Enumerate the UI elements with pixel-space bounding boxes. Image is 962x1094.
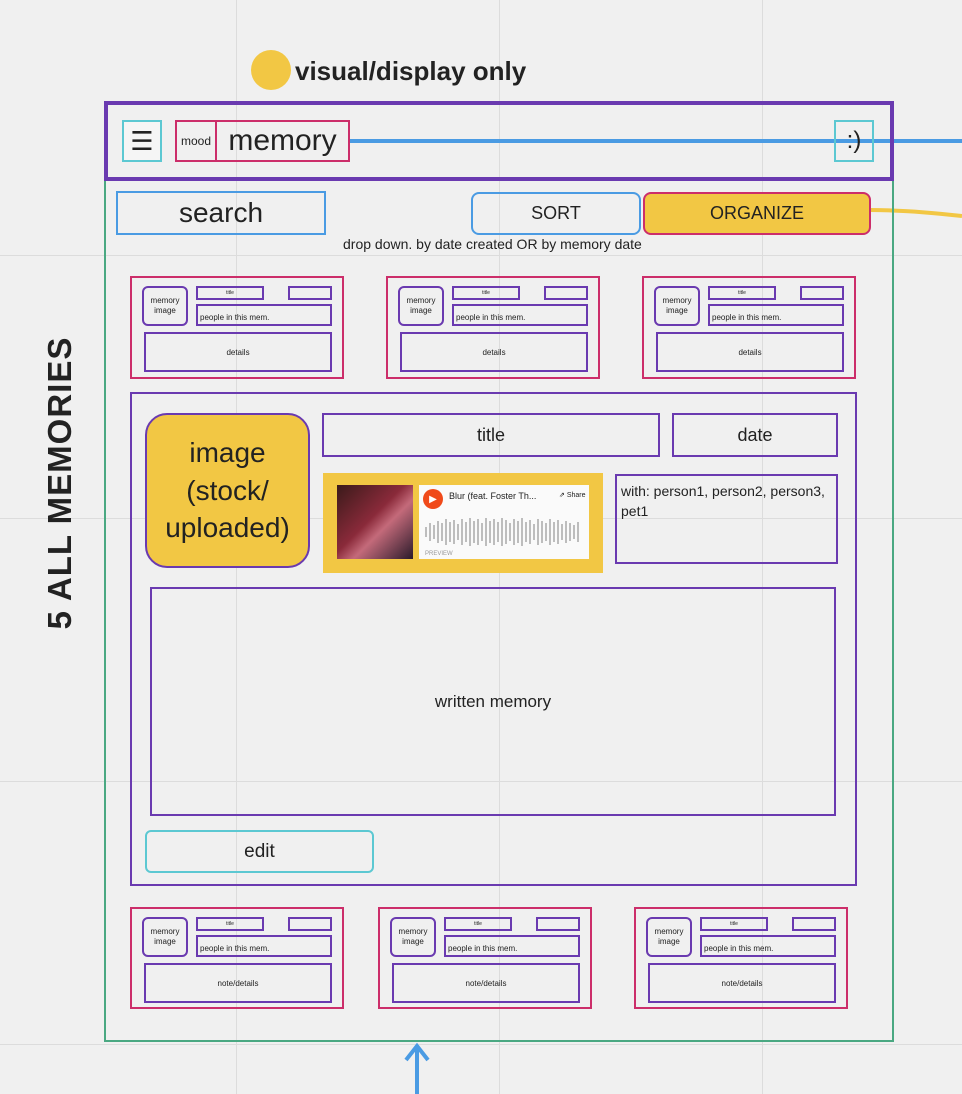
memory-people: people in this mem. bbox=[444, 935, 580, 957]
grid-line bbox=[0, 1044, 962, 1045]
memory-details: details bbox=[656, 332, 844, 372]
memory-people: people in this mem. bbox=[196, 304, 332, 326]
memory-details: details bbox=[144, 332, 332, 372]
memory-title: title bbox=[196, 917, 264, 931]
memory-card[interactable]: memory image title people in this mem. n… bbox=[130, 907, 344, 1009]
grid-line bbox=[762, 0, 763, 1094]
legend-label: visual/display only bbox=[295, 56, 527, 86]
music-player[interactable]: ▶ Blur (feat. Foster Th... ⇗ Share bbox=[323, 473, 603, 573]
search-input[interactable]: search bbox=[116, 191, 326, 235]
with-people-field[interactable]: with: person1, person2, person3, pet1 bbox=[615, 474, 838, 564]
header-bar bbox=[104, 101, 894, 181]
memory-date bbox=[536, 917, 580, 931]
memory-card[interactable]: memory image title people in this mem. n… bbox=[378, 907, 592, 1009]
memory-card[interactable]: memory image title people in this mem. n… bbox=[634, 907, 848, 1009]
track-name: Blur (feat. Foster Th... bbox=[449, 491, 537, 501]
memory-date-field[interactable]: date bbox=[672, 413, 838, 457]
mood-indicator[interactable]: mood bbox=[175, 120, 217, 162]
page-title: memory bbox=[215, 120, 350, 162]
memory-people: people in this mem. bbox=[452, 304, 588, 326]
share-button[interactable]: ⇗ Share bbox=[559, 492, 586, 499]
grid-line bbox=[0, 255, 962, 256]
menu-button[interactable]: ☰ bbox=[122, 120, 162, 162]
memory-image: memory image bbox=[398, 286, 444, 326]
memory-title: title bbox=[196, 286, 264, 300]
memory-date bbox=[792, 917, 836, 931]
memory-details: details bbox=[400, 332, 588, 372]
memory-image: memory image bbox=[142, 917, 188, 957]
play-icon[interactable]: ▶ bbox=[423, 489, 443, 509]
player-body: ▶ Blur (feat. Foster Th... ⇗ Share bbox=[419, 485, 589, 559]
memory-title-field[interactable]: title bbox=[322, 413, 660, 457]
legend-dot bbox=[251, 50, 291, 90]
memory-details: note/details bbox=[144, 963, 332, 1003]
memory-people: people in this mem. bbox=[708, 304, 844, 326]
memory-card[interactable]: memory image title people in this mem. d… bbox=[130, 276, 344, 379]
memory-details: note/details bbox=[648, 963, 836, 1003]
profile-button[interactable]: :) bbox=[834, 120, 874, 162]
organize-button[interactable]: ORGANIZE bbox=[643, 192, 871, 235]
memory-card[interactable]: memory image title people in this mem. d… bbox=[386, 276, 600, 379]
up-arrow-icon bbox=[404, 1042, 430, 1094]
sort-button[interactable]: SORT bbox=[471, 192, 641, 235]
memory-title: title bbox=[444, 917, 512, 931]
memory-title: title bbox=[452, 286, 520, 300]
memory-details: note/details bbox=[392, 963, 580, 1003]
sort-note: drop down. by date created OR by memory … bbox=[343, 236, 642, 252]
hamburger-icon: ☰ bbox=[130, 126, 154, 156]
memory-people: people in this mem. bbox=[196, 935, 332, 957]
side-label: 5 ALL MEMORIES bbox=[41, 336, 78, 630]
album-art bbox=[337, 485, 413, 559]
memory-title: title bbox=[708, 286, 776, 300]
memory-date bbox=[288, 286, 332, 300]
memory-image: memory image bbox=[654, 286, 700, 326]
waveform bbox=[425, 518, 579, 546]
grid-line bbox=[0, 781, 962, 782]
memory-title: title bbox=[700, 917, 768, 931]
edit-button[interactable]: edit bbox=[145, 830, 374, 873]
memory-image: memory image bbox=[646, 917, 692, 957]
memory-people: people in this mem. bbox=[700, 935, 836, 957]
written-memory-field[interactable]: written memory bbox=[150, 587, 836, 816]
share-icon: ⇗ bbox=[559, 492, 565, 499]
memory-image-large[interactable]: image (stock/ uploaded) bbox=[145, 413, 310, 568]
organize-connector-line bbox=[870, 208, 962, 218]
expanded-memory-panel bbox=[130, 392, 857, 886]
header-connector-line bbox=[350, 139, 962, 143]
memory-card[interactable]: memory image title people in this mem. d… bbox=[642, 276, 856, 379]
preview-label: PREVIEW bbox=[425, 551, 453, 557]
memory-image: memory image bbox=[390, 917, 436, 957]
memory-image: memory image bbox=[142, 286, 188, 326]
memory-date bbox=[288, 917, 332, 931]
memory-date bbox=[544, 286, 588, 300]
memory-date bbox=[800, 286, 844, 300]
